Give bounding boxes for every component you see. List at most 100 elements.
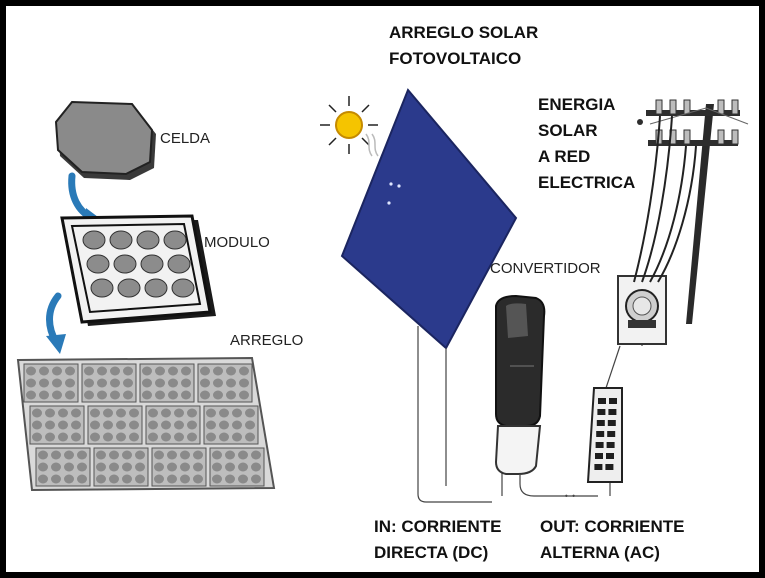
array-cell-icon <box>97 391 107 400</box>
array-cell-icon <box>213 367 223 376</box>
array-cell-icon <box>161 421 171 430</box>
array-cell-icon <box>239 367 249 376</box>
array-cell-icon <box>226 391 236 400</box>
array-cell-icon <box>90 409 100 418</box>
array-cell-icon <box>148 409 158 418</box>
array-cell-icon <box>116 409 126 418</box>
array-cell-icon <box>213 391 223 400</box>
array-cell-icon <box>238 475 248 484</box>
array-cell-icon <box>251 475 261 484</box>
array-cell-icon <box>206 433 216 442</box>
array-cell-icon <box>219 409 229 418</box>
module-cell-icon <box>145 279 167 297</box>
array-cell-icon <box>245 421 255 430</box>
array-cell-icon <box>96 451 106 460</box>
module-label: MODULO <box>204 234 270 251</box>
array-cell-icon <box>226 379 236 388</box>
breaker-switch-icon <box>594 464 602 470</box>
array-label: ARREGLO <box>230 332 303 349</box>
array-cell-icon <box>245 433 255 442</box>
array-cell-icon <box>38 475 48 484</box>
array-cell-icon <box>116 433 126 442</box>
array-cell-icon <box>97 367 107 376</box>
array-cell-icon <box>154 463 164 472</box>
array-cell-icon <box>238 451 248 460</box>
array-cell-icon <box>38 463 48 472</box>
module-cell-icon <box>141 255 163 273</box>
array-cell-icon <box>251 451 261 460</box>
array-cell-icon <box>225 463 235 472</box>
array-cell-icon <box>96 463 106 472</box>
array-cell-icon <box>232 409 242 418</box>
array-cell-icon <box>129 421 139 430</box>
array-cell-icon <box>123 391 133 400</box>
array-cell-icon <box>180 451 190 460</box>
solar-cell-icon <box>56 102 156 180</box>
breaker-switch-icon <box>608 409 616 415</box>
breaker-switch-icon <box>607 431 615 437</box>
array-cell-icon <box>97 379 107 388</box>
array-cell-icon <box>135 451 145 460</box>
ac-wire-dots-icon: • • <box>564 492 576 501</box>
array-cell-icon <box>167 451 177 460</box>
array-cell-icon <box>168 391 178 400</box>
breaker-panel-icon <box>588 388 622 482</box>
array-cell-icon <box>239 391 249 400</box>
array-cell-icon <box>168 367 178 376</box>
array-cell-icon <box>226 367 236 376</box>
array-cell-icon <box>26 391 36 400</box>
array-cell-icon <box>180 475 190 484</box>
cell-label: CELDA <box>160 130 210 147</box>
array-cell-icon <box>245 409 255 418</box>
array-cell-icon <box>174 409 184 418</box>
grid-energy-label: ENERGIA SOLAR A RED ELECTRICA <box>538 92 635 196</box>
array-cell-icon <box>123 379 133 388</box>
array-cell-icon <box>155 379 165 388</box>
inverter-label: CONVERTIDOR <box>490 260 601 277</box>
array-cell-icon <box>167 463 177 472</box>
array-cell-icon <box>142 367 152 376</box>
array-cell-icon <box>122 451 132 460</box>
array-cell-icon <box>58 421 68 430</box>
array-cell-icon <box>135 463 145 472</box>
array-cell-icon <box>187 409 197 418</box>
array-cell-icon <box>64 451 74 460</box>
breaker-switch-icon <box>597 420 605 426</box>
array-cell-icon <box>161 433 171 442</box>
array-cell-icon <box>45 409 55 418</box>
array-cell-icon <box>148 433 158 442</box>
array-cell-icon <box>65 391 75 400</box>
array-cell-icon <box>212 463 222 472</box>
array-cell-icon <box>155 391 165 400</box>
module-cell-icon <box>91 279 113 297</box>
array-cell-icon <box>32 421 42 430</box>
array-cell-icon <box>193 463 203 472</box>
array-cell-icon <box>251 463 261 472</box>
array-cell-icon <box>181 391 191 400</box>
breaker-switch-icon <box>605 464 613 470</box>
array-cell-icon <box>167 475 177 484</box>
array-cell-icon <box>155 367 165 376</box>
array-cell-icon <box>129 409 139 418</box>
array-cell-icon <box>90 433 100 442</box>
array-cell-icon <box>32 409 42 418</box>
photovoltaic-array-panel <box>342 90 516 348</box>
breaker-switch-icon <box>597 409 605 415</box>
array-cell-icon <box>65 367 75 376</box>
electric-meter-icon <box>618 276 666 344</box>
array-cell-icon <box>206 409 216 418</box>
array-cell-icon <box>168 379 178 388</box>
array-cell-icon <box>225 451 235 460</box>
ac-label-line-1: OUT: CORRIENTE <box>540 514 685 540</box>
dc-label-line-1: IN: CORRIENTE <box>374 514 502 540</box>
array-cell-icon <box>71 409 81 418</box>
module-cell-icon <box>137 231 159 249</box>
array-cell-icon <box>200 367 210 376</box>
array-cell-icon <box>239 379 249 388</box>
array-cell-icon <box>52 391 62 400</box>
dc-input-label: IN: CORRIENTE DIRECTA (DC) <box>374 514 502 566</box>
diagram-canvas: • • <box>6 6 759 572</box>
array-cell-icon <box>180 463 190 472</box>
array-cell-icon <box>154 475 164 484</box>
